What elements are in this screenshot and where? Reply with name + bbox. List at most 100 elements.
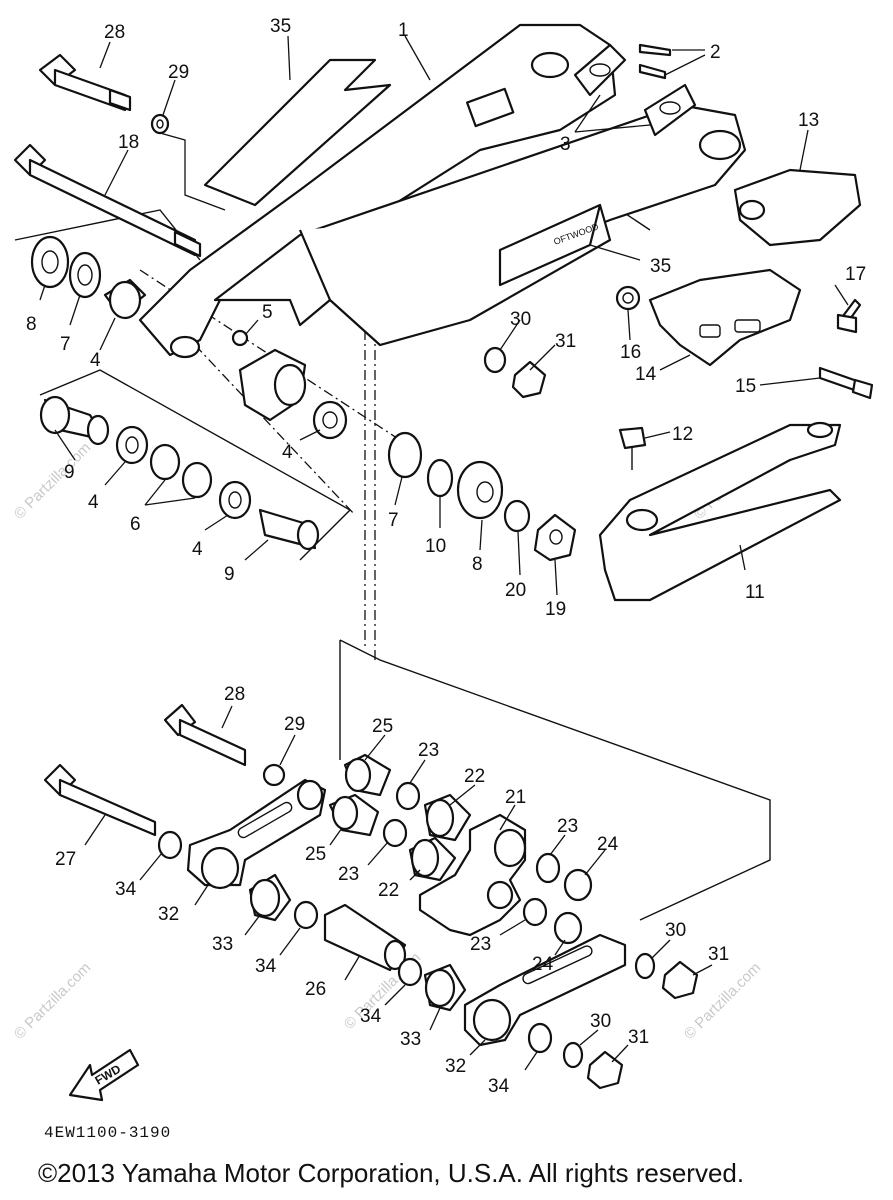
leader-lines: [39, 35, 849, 1071]
callout-23: 23: [338, 864, 359, 885]
callout-34: 34: [255, 956, 277, 977]
nut-31-lower-a: [661, 960, 699, 1000]
callout-33: 33: [400, 1029, 421, 1050]
bolt-28-lower: [163, 703, 247, 767]
callout-15: 15: [735, 376, 756, 397]
collar-25-a: [343, 753, 392, 797]
callout-13: 13: [798, 110, 819, 131]
washer-30-lower-b: [562, 1041, 584, 1069]
callout-35: 35: [650, 256, 671, 277]
collar-9-a: [39, 395, 110, 446]
callout-34: 34: [488, 1076, 510, 1097]
grease-nipple-5: [231, 329, 249, 347]
callout-12: 12: [672, 424, 693, 445]
copyright-notice: ©2013 Yamaha Motor Corporation, U.S.A. A…: [38, 1158, 745, 1188]
callout-4: 4: [282, 442, 293, 463]
callout-6: 6: [130, 514, 141, 535]
callout-18: 18: [118, 132, 139, 153]
collar-16: [615, 285, 641, 311]
washer-23-a: [395, 781, 421, 811]
bushing-4-c: [218, 480, 252, 520]
callout-2: 2: [710, 42, 721, 63]
bolt-12: [618, 426, 647, 470]
chain-guide-plate-14: [648, 268, 802, 367]
bearings-6: [149, 443, 213, 499]
bolt-15: [818, 366, 874, 400]
bolt-17: [836, 298, 862, 334]
callout-31: 31: [708, 944, 729, 965]
callout-22: 22: [378, 880, 399, 901]
diagram-code: 4EW1100-3190: [44, 1124, 172, 1142]
callout-32: 32: [158, 904, 179, 925]
callout-28: 28: [104, 22, 125, 43]
callout-19: 19: [545, 599, 566, 620]
nut-31-upper: [511, 360, 547, 399]
collar-33-b: [423, 963, 467, 1012]
relay-arm-21: [418, 813, 527, 937]
callout-25: 25: [372, 716, 393, 737]
callout-5: 5: [262, 302, 273, 323]
washer-30-upper: [483, 346, 507, 374]
swingarm-1: OFTWOOD: [138, 23, 747, 359]
washer-23-d: [522, 897, 548, 927]
bearing-7-upper: [68, 251, 102, 299]
callout-3: 3: [560, 134, 571, 155]
bolts-2: [638, 43, 672, 80]
bushing-4-a: [103, 278, 147, 320]
watermark: © Partzilla.com: [11, 439, 94, 522]
callout-30: 30: [665, 920, 686, 941]
callout-29: 29: [168, 62, 189, 83]
callout-4: 4: [90, 350, 101, 371]
washer-34-b: [293, 900, 319, 930]
callout-8: 8: [472, 554, 483, 575]
callout-17: 17: [845, 264, 866, 285]
callout-1: 1: [398, 20, 409, 41]
callout-23: 23: [470, 934, 491, 955]
callout-22: 22: [464, 766, 485, 787]
collar-25-b: [328, 793, 380, 837]
callout-4: 4: [192, 539, 203, 560]
washer-20: [503, 499, 531, 533]
callout-30: 30: [510, 309, 531, 330]
washer-34-d: [527, 1022, 553, 1054]
callout-16: 16: [620, 342, 641, 363]
chain-support-11: [598, 421, 842, 602]
washer-23-c: [535, 852, 561, 884]
washer-29-upper: [150, 113, 170, 135]
callout-34: 34: [115, 879, 137, 900]
callout-23: 23: [418, 740, 439, 761]
washer-34-c: [397, 957, 423, 987]
watermark: © Partzilla.com: [11, 959, 94, 1042]
callout-7: 7: [60, 334, 71, 355]
callout-34: 34: [360, 1006, 382, 1027]
callout-4: 4: [88, 492, 99, 513]
callout-8: 8: [26, 314, 37, 335]
callout-31: 31: [555, 331, 576, 352]
pivot-shaft-18: [13, 143, 202, 258]
callout-29: 29: [284, 714, 305, 735]
adjuster-plates-3: [573, 43, 697, 137]
callout-9: 9: [224, 564, 235, 585]
callout-9: 9: [64, 462, 75, 483]
bushing-22-a: [423, 793, 472, 842]
bushing-22-b: [408, 836, 457, 882]
washer-34-a: [157, 830, 183, 860]
callout-32: 32: [445, 1056, 466, 1077]
callout-10: 10: [425, 536, 446, 557]
callout-33: 33: [212, 934, 233, 955]
decal-35: [203, 58, 392, 207]
callout-11: 11: [745, 582, 765, 603]
collar-33-a: [248, 873, 292, 922]
washer-30-lower-a: [634, 952, 656, 980]
callout-24: 24: [597, 834, 619, 855]
collar-8: [456, 460, 504, 520]
bearing-7-right: [387, 431, 423, 479]
callout-30: 30: [590, 1011, 611, 1032]
fwd-arrow-icon: FWD: [68, 1048, 140, 1102]
collar-9-b: [258, 508, 320, 551]
washer-29-lower: [262, 763, 286, 787]
callout-14: 14: [635, 364, 657, 385]
oil-seal-8-upper: [30, 235, 70, 289]
washer-10: [426, 458, 454, 498]
